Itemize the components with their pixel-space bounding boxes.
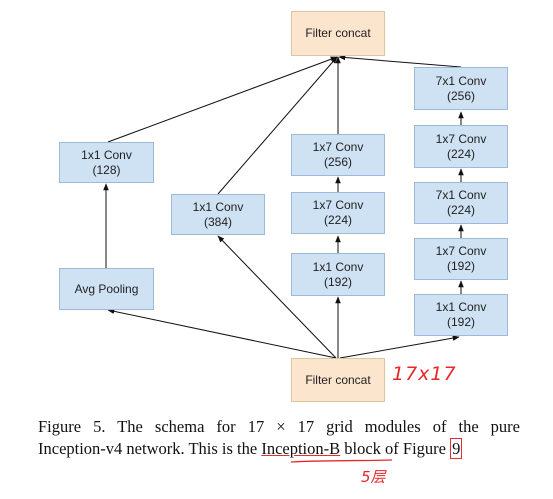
branch3-1x1-conv-192: 1x1 Conv (192) [291,253,385,296]
box-filters: (224) [446,203,475,217]
box-filters: (256) [323,155,352,169]
figure-reference[interactable]: 9 [450,438,463,459]
filter-concat-bottom: Filter concat [291,358,385,402]
branch4-7x1-conv-256: 7x1 Conv (256) [414,67,508,110]
edge-concat-to-pool [107,308,337,359]
box-title: 7x1 Conv [435,73,487,88]
box-title: 1x1 Conv [192,199,244,214]
branch1-1x1-conv: 1x1 Conv (128) [59,142,154,183]
figure-caption: Figure 5. The schema for 17 × 17 grid mo… [38,416,520,460]
branch4-1x7-conv-224: 1x7 Conv (224) [414,125,508,168]
caption-line-2: Inception-v4 network. This is the Incept… [38,438,520,460]
edge-b41-to-concat [338,54,462,68]
edge-concat-to-b2conv [217,235,337,359]
box-filters: (256) [446,88,475,103]
branch3-1x7-conv-256: 1x7 Conv (256) [291,134,385,176]
branch4-1x1-conv-192: 1x1 Conv (192) [414,294,508,336]
box-title: 7x1 Conv [435,188,487,202]
caption-inception-b: Inception-B [261,439,341,458]
box-filters: (224) [323,213,352,227]
box-title: 1x1 Conv [435,300,487,314]
box-title: 1x7 Conv [435,244,487,258]
branch4-1x7-conv-192: 1x7 Conv (192) [414,238,508,280]
box-title: 1x7 Conv [435,131,487,146]
box-title: Avg Pooling [74,281,139,296]
box-filters: (192) [323,274,352,289]
caption-text-2: block of Figure [340,439,451,458]
branch1-avg-pooling: Avg Pooling [59,268,154,310]
box-filters: (192) [446,259,475,273]
branch2-1x1-conv: 1x1 Conv (384) [171,194,265,235]
box-title: 1x1 Conv [81,147,132,162]
caption-line-1: Figure 5. The schema for 17 × 17 grid mo… [38,417,520,436]
edge-b1conv-to-concat [107,56,338,143]
handwritten-underline [290,459,393,463]
filter-concat-top-label: Filter concat [305,26,371,40]
box-title: 1x1 Conv [312,259,364,274]
box-title: 1x7 Conv [312,198,364,212]
handwritten-size-note: 17x17 [392,363,457,385]
branch3-1x7-conv-224: 1x7 Conv (224) [291,192,385,234]
box-filters: (128) [92,162,121,177]
branch4-7x1-conv-224: 7x1 Conv (224) [414,182,508,224]
edge-b2conv-to-concat [217,56,338,195]
box-filters: (384) [203,214,232,229]
edge-concat-to-b45 [339,335,460,359]
box-filters: (192) [446,315,475,329]
handwritten-layer-note: 5层 [361,468,386,486]
filter-concat-bottom-label: Filter concat [305,372,371,387]
caption-text: Inception-v4 network. This is the [38,439,262,458]
filter-concat-top: Filter concat [291,11,385,56]
box-filters: (224) [446,146,475,161]
box-title: 1x7 Conv [312,140,364,154]
